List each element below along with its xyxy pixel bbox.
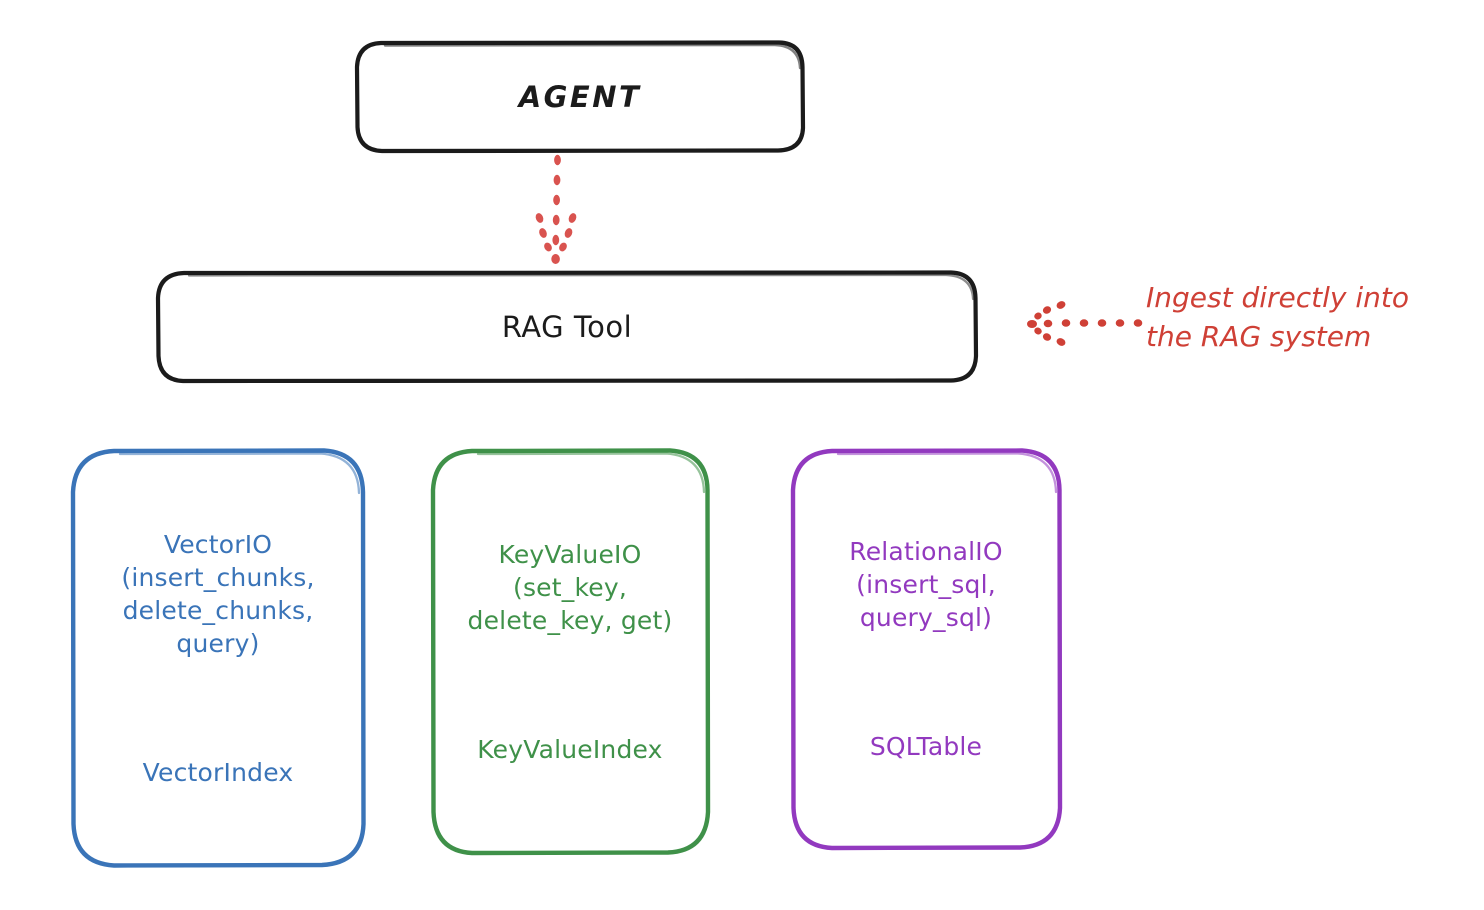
text-spacer [849, 667, 1003, 697]
dotted-down-arrow-icon [535, 154, 577, 264]
provider-node-vectorio-text: VectorIO (insert_chunks, delete_chunks, … [121, 495, 314, 822]
provider-node-relationalio[interactable]: RelationalIO (insert_sql, query_sql) SQL… [790, 448, 1063, 851]
agent-to-rag-connector [498, 150, 618, 278]
provider-node-keyvalueio-text: KeyValueIO (set_key, delete_key, get) Ke… [468, 505, 673, 799]
text-spacer [121, 693, 314, 723]
provider-index-label: KeyValueIndex [477, 734, 663, 764]
rag-tool-node[interactable]: RAG Tool [155, 270, 979, 384]
agent-node-label: AGENT [518, 79, 642, 114]
provider-index-label: VectorIndex [142, 757, 294, 787]
ingest-connector [1014, 296, 1144, 352]
agent-node[interactable]: AGENT [354, 40, 806, 154]
provider-node-keyvalueio[interactable]: KeyValueIO (set_key, delete_key, get) Ke… [430, 448, 711, 856]
provider-api-label: RelationalIO (insert_sql, query_sql) [849, 537, 1003, 632]
provider-api-label: VectorIO (insert_chunks, delete_chunks, … [121, 529, 315, 658]
provider-node-relationalio-text: RelationalIO (insert_sql, query_sql) SQL… [849, 502, 1003, 796]
provider-node-vectorio[interactable]: VectorIO (insert_chunks, delete_chunks, … [70, 448, 366, 868]
ingest-annotation-text: Ingest directly into the RAG system [1146, 281, 1410, 354]
dotted-left-arrow-icon [1027, 301, 1143, 346]
text-spacer [468, 670, 673, 700]
provider-api-label: KeyValueIO (set_key, delete_key, get) [467, 539, 673, 635]
rag-tool-node-label: RAG Tool [501, 309, 633, 344]
provider-index-label: SQLTable [869, 732, 983, 761]
